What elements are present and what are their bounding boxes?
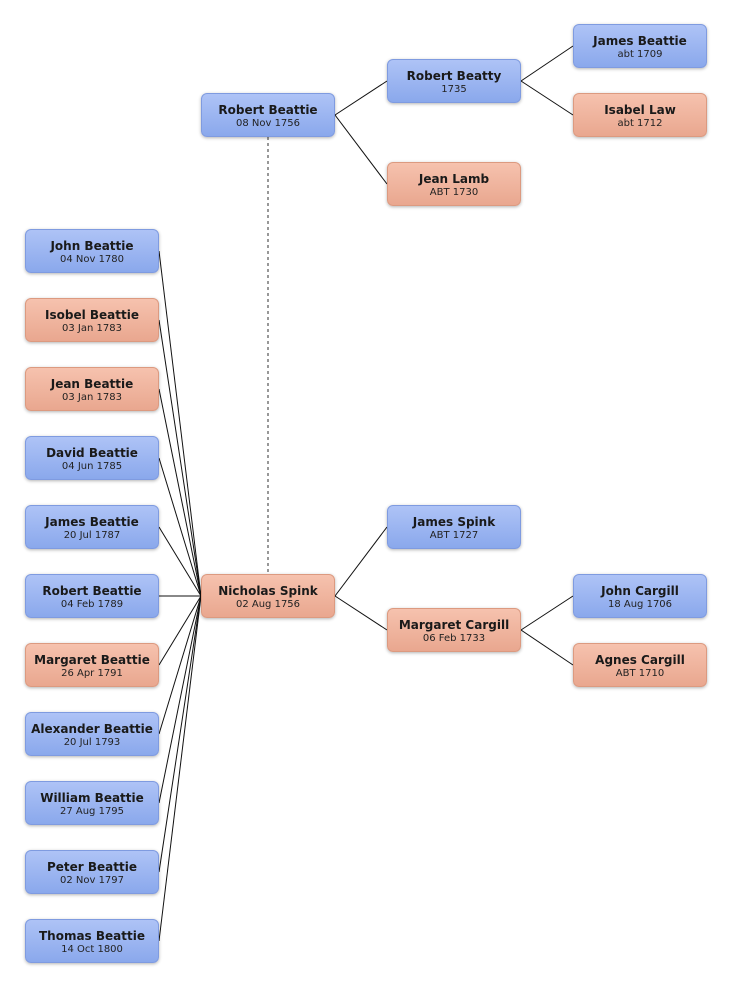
- child-link: [158, 250, 202, 597]
- person-node-james-spink[interactable]: James Spink ABT 1727: [387, 505, 521, 549]
- child-node-william-beattie[interactable]: William Beattie 27 Aug 1795: [25, 781, 159, 825]
- person-name: Robert Beattie: [218, 103, 318, 117]
- person-name: Robert Beatty: [406, 69, 502, 83]
- person-name: William Beattie: [40, 791, 144, 805]
- person-name: Margaret Beattie: [34, 653, 150, 667]
- person-date: 20 Jul 1787: [63, 530, 121, 541]
- parent-link: [334, 595, 388, 631]
- child-node-jean-beattie[interactable]: Jean Beattie 03 Jan 1783: [25, 367, 159, 411]
- person-name: Alexander Beattie: [31, 722, 153, 736]
- parent-link: [520, 80, 574, 116]
- child-node-peter-beattie[interactable]: Peter Beattie 02 Nov 1797: [25, 850, 159, 894]
- person-date: 04 Nov 1780: [59, 254, 125, 265]
- person-node-margaret-cargill[interactable]: Margaret Cargill 06 Feb 1733: [387, 608, 521, 652]
- child-link: [158, 595, 202, 666]
- person-date: 1735: [441, 84, 467, 95]
- parent-link: [334, 80, 388, 116]
- child-link: [158, 388, 202, 597]
- person-date: 06 Feb 1733: [422, 633, 486, 644]
- person-name: Jean Beattie: [50, 377, 134, 391]
- person-node-robert-beattie-father[interactable]: Robert Beattie 08 Nov 1756: [201, 93, 335, 137]
- person-name: David Beattie: [46, 446, 138, 460]
- person-date: 03 Jan 1783: [62, 323, 122, 334]
- parent-link: [334, 114, 388, 185]
- person-name: John Beattie: [50, 239, 134, 253]
- person-date: 02 Aug 1756: [235, 599, 301, 610]
- person-name: Peter Beattie: [46, 860, 137, 874]
- person-name: Margaret Cargill: [398, 618, 510, 632]
- person-name: Jean Lamb: [418, 172, 490, 186]
- person-name: Agnes Cargill: [595, 653, 685, 667]
- person-date: 18 Aug 1706: [607, 599, 673, 610]
- person-name: James Beattie: [593, 34, 687, 48]
- person-date: ABT 1727: [429, 530, 479, 541]
- child-node-isobel-beattie[interactable]: Isobel Beattie 03 Jan 1783: [25, 298, 159, 342]
- person-date: abt 1709: [617, 49, 663, 60]
- person-date: 04 Jun 1785: [61, 461, 123, 472]
- person-node-james-beattie-grandparent[interactable]: James Beattie abt 1709: [573, 24, 707, 68]
- child-link: [158, 457, 202, 597]
- child-link: [158, 595, 202, 735]
- parent-link: [520, 595, 574, 631]
- person-name: John Cargill: [601, 584, 679, 598]
- person-date: 14 Oct 1800: [61, 944, 123, 955]
- child-node-john-beattie[interactable]: John Beattie 04 Nov 1780: [25, 229, 159, 273]
- person-node-isabel-law[interactable]: Isabel Law abt 1712: [573, 93, 707, 137]
- child-node-thomas-beattie[interactable]: Thomas Beattie 14 Oct 1800: [25, 919, 159, 963]
- child-link: [158, 319, 202, 597]
- person-date: 27 Aug 1795: [59, 806, 125, 817]
- child-link: [158, 595, 202, 942]
- child-node-alexander-beattie[interactable]: Alexander Beattie 20 Jul 1793: [25, 712, 159, 756]
- person-date: 03 Jan 1783: [62, 392, 122, 403]
- person-date: 26 Apr 1791: [61, 668, 123, 679]
- parent-link: [334, 526, 388, 597]
- person-date: abt 1712: [617, 118, 663, 129]
- child-node-robert-beattie[interactable]: Robert Beattie 04 Feb 1789: [25, 574, 159, 618]
- child-node-margaret-beattie[interactable]: Margaret Beattie 26 Apr 1791: [25, 643, 159, 687]
- person-name: Isobel Beattie: [45, 308, 139, 322]
- person-date: 08 Nov 1756: [235, 118, 301, 129]
- parent-link: [520, 629, 574, 666]
- child-link: [158, 526, 202, 597]
- person-name: Nicholas Spink: [218, 584, 318, 598]
- child-node-james-beattie[interactable]: James Beattie 20 Jul 1787: [25, 505, 159, 549]
- person-node-jean-lamb[interactable]: Jean Lamb ABT 1730: [387, 162, 521, 206]
- person-node-john-cargill[interactable]: John Cargill 18 Aug 1706: [573, 574, 707, 618]
- person-node-robert-beatty[interactable]: Robert Beatty 1735: [387, 59, 521, 103]
- person-node-nicholas-spink-mother[interactable]: Nicholas Spink 02 Aug 1756: [201, 574, 335, 618]
- child-link: [158, 595, 202, 873]
- person-name: Robert Beattie: [42, 584, 142, 598]
- person-node-agnes-cargill[interactable]: Agnes Cargill ABT 1710: [573, 643, 707, 687]
- child-node-david-beattie[interactable]: David Beattie 04 Jun 1785: [25, 436, 159, 480]
- person-date: ABT 1710: [615, 668, 665, 679]
- child-link: [158, 595, 202, 804]
- person-name: James Beattie: [45, 515, 139, 529]
- person-name: Thomas Beattie: [38, 929, 145, 943]
- person-name: Isabel Law: [604, 103, 676, 117]
- person-date: 20 Jul 1793: [63, 737, 121, 748]
- parent-link: [520, 45, 574, 82]
- person-name: James Spink: [412, 515, 496, 529]
- person-date: 02 Nov 1797: [59, 875, 125, 886]
- person-date: 04 Feb 1789: [60, 599, 124, 610]
- person-date: ABT 1730: [429, 187, 479, 198]
